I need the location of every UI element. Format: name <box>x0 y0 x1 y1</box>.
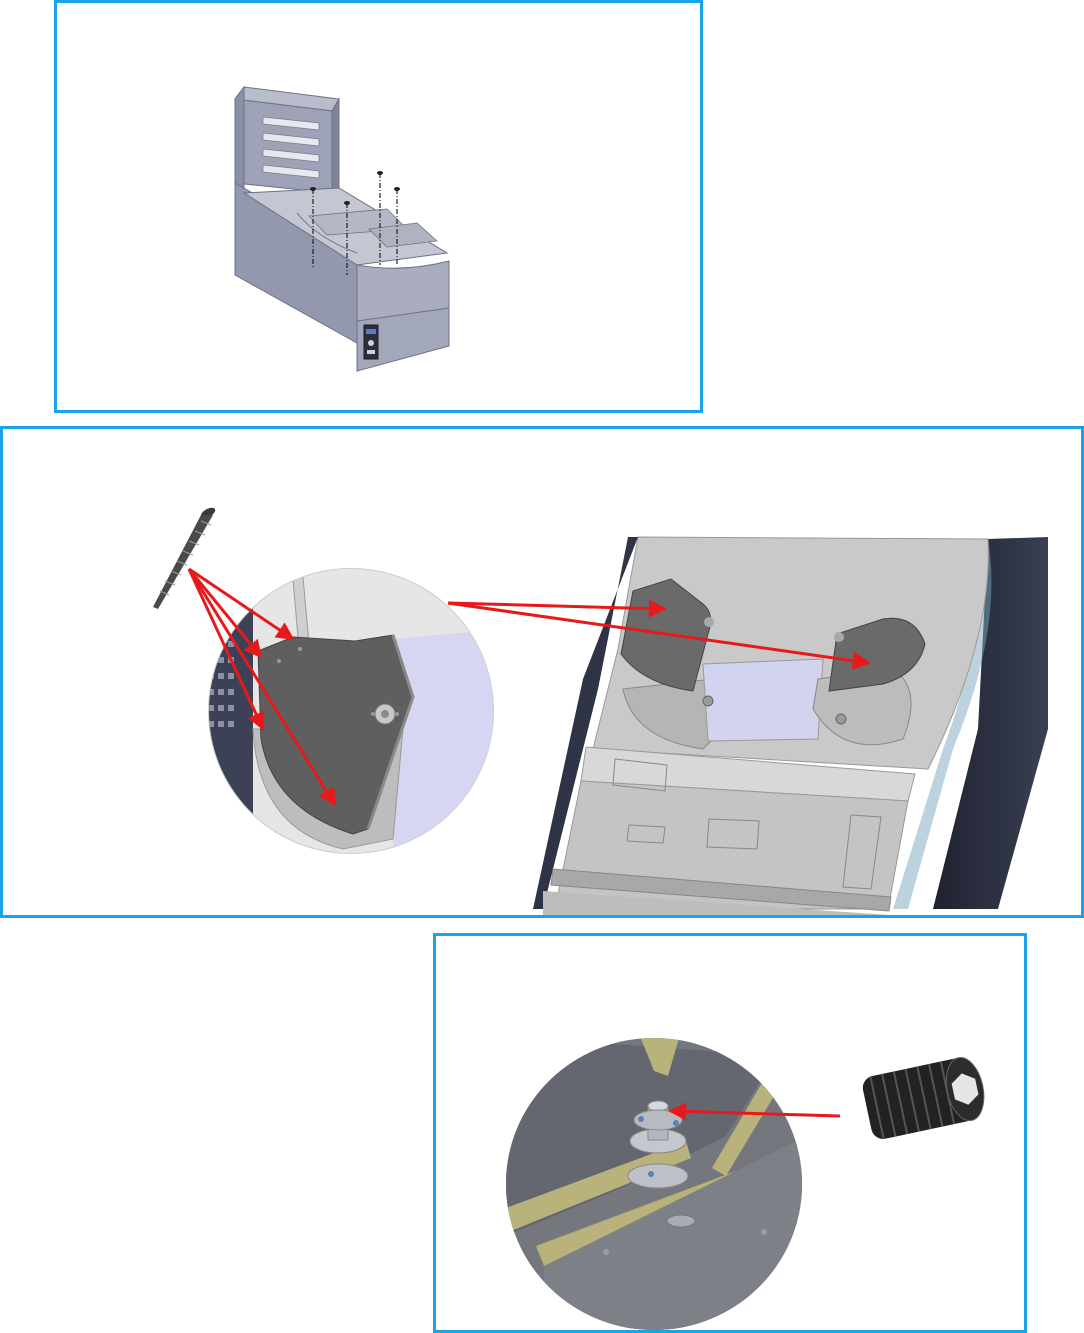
cabinet-interior-icon <box>533 537 1048 915</box>
deflector-detail-drawing <box>3 429 1081 915</box>
set-screw-icon <box>861 1054 990 1141</box>
overview-panel <box>54 0 703 413</box>
cabinet-isometric-icon <box>57 3 700 410</box>
hub-closeup-icon <box>496 1026 816 1330</box>
magnifier-circle-icon <box>203 569 503 869</box>
set-screw-detail-drawing <box>436 936 1024 1330</box>
deflector-detail-panel <box>0 426 1084 918</box>
set-screw-detail-panel <box>433 933 1027 1333</box>
